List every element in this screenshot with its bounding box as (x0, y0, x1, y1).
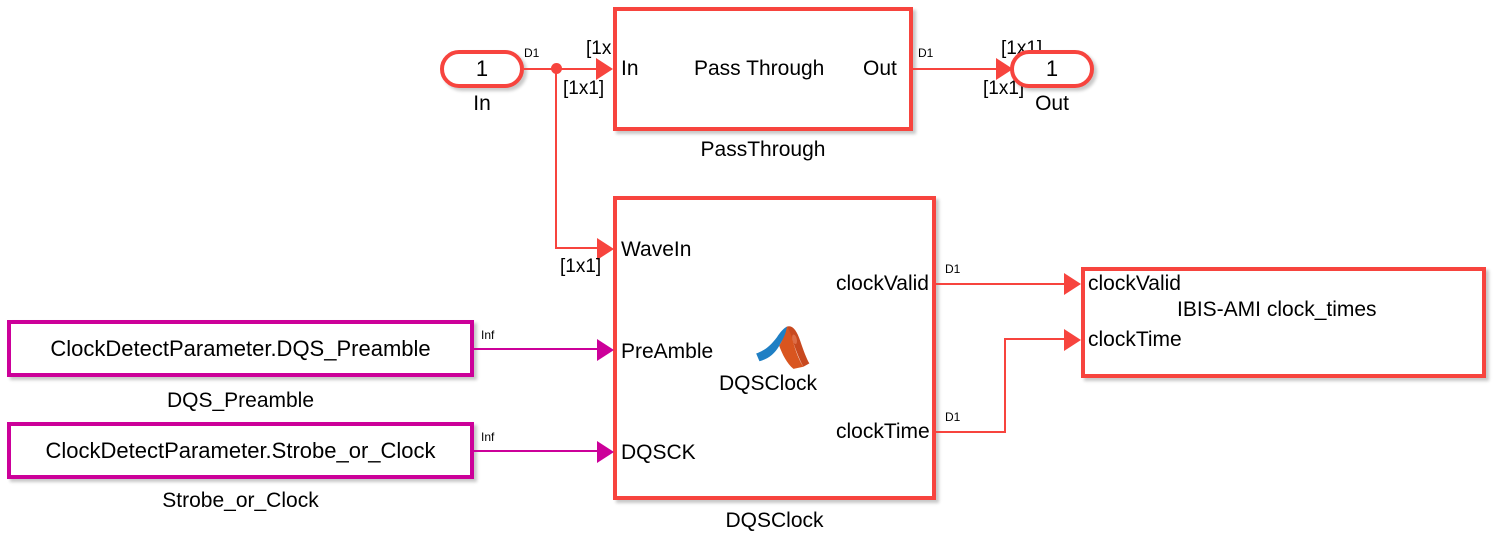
passthrough-title: Pass Through (694, 57, 825, 80)
dqsclock-icon-title: DQSClock (719, 372, 818, 395)
signal-label-clockvalid-d1: D1 (945, 262, 961, 276)
arrowhead-outport (996, 58, 1013, 80)
matlab-membrane-logo-icon (755, 325, 810, 370)
wire-clocktime-segment-2 (1004, 338, 1006, 433)
arrowhead-ibis-clockvalid (1064, 273, 1081, 295)
strobe-or-clock-value: ClockDetectParameter.Strobe_or_Clock (45, 437, 436, 463)
ibis-input-clocktime-label: clockTime (1088, 328, 1182, 351)
dqs-preamble-value: ClockDetectParameter.DQS_Preamble (50, 335, 431, 361)
arrowhead-preamble (597, 339, 614, 361)
signal-dim-out-bottom: [1x1] (983, 78, 1025, 99)
dqsclock-caption: DQSClock (725, 509, 824, 532)
ibis-input-clockvalid-label: clockValid (1088, 272, 1181, 295)
dqsclock-input-preamble-label: PreAmble (621, 340, 714, 363)
passthrough-caption: PassThrough (700, 138, 826, 161)
dqsclock-output-clocktime-label: clockTime (836, 420, 930, 443)
inport-caption: In (473, 92, 491, 115)
signal-dim-in-mid: [1x1] (563, 78, 605, 99)
wire-passthrough-to-outport (913, 68, 996, 70)
wire-junction-down (555, 68, 557, 248)
block-ibis-ami-clock-times[interactable] (1081, 267, 1486, 378)
arrowhead-wavein (597, 238, 614, 260)
signal-label-clocktime-d1: D1 (945, 410, 961, 424)
outport-caption: Out (1035, 92, 1069, 115)
passthrough-in-port-label: In (621, 57, 639, 80)
outport-block-out[interactable]: 1 (1010, 50, 1094, 88)
block-pass-through[interactable] (613, 7, 913, 131)
dqsclock-output-clockvalid-label: clockValid (836, 272, 929, 295)
signal-label-preamble-inf: Inf (481, 328, 495, 342)
block-dqs-preamble-constant[interactable]: ClockDetectParameter.DQS_Preamble (7, 320, 474, 377)
ibis-ami-title: IBIS-AMI clock_times (1177, 298, 1377, 321)
signal-label-in-d1: D1 (524, 46, 540, 60)
arrowhead-passthrough-in (596, 58, 613, 80)
wire-strobe-to-dqsclock (474, 450, 597, 452)
arrowhead-dqsck (597, 441, 614, 463)
dqs-preamble-caption: DQS_Preamble (166, 389, 315, 412)
inport-number: 1 (475, 56, 489, 81)
inport-block-in[interactable]: 1 (440, 50, 524, 88)
dqsclock-input-wavein-label: WaveIn (621, 238, 692, 261)
block-strobe-or-clock-constant[interactable]: ClockDetectParameter.Strobe_or_Clock (7, 422, 474, 479)
signal-dim-in-top: [1x (586, 38, 612, 59)
signal-label-strobe-inf: Inf (481, 430, 495, 444)
strobe-or-clock-caption: Strobe_or_Clock (162, 489, 319, 512)
wire-junction-to-wavein (555, 247, 597, 249)
signal-dim-in-branch: [1x1] (560, 256, 602, 277)
passthrough-out-port-label: Out (863, 57, 897, 80)
wire-clockvalid-to-ibis (936, 283, 1065, 285)
signal-label-out-d1: D1 (918, 46, 934, 60)
dqsclock-input-dqsck-label: DQSCK (621, 441, 696, 464)
wire-clocktime-segment-3 (1004, 338, 1065, 340)
wire-junction-to-passthrough (557, 68, 596, 70)
wire-preamble-to-dqsclock (474, 348, 597, 350)
outport-number: 1 (1045, 56, 1059, 81)
wire-inport-to-junction (524, 68, 557, 70)
wire-clocktime-segment-1 (936, 431, 1006, 433)
arrowhead-ibis-clocktime (1064, 329, 1081, 351)
